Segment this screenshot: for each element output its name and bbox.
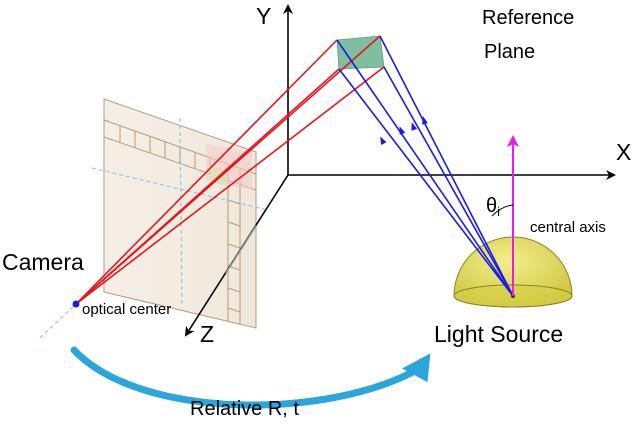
light-ray-3 — [338, 68, 514, 297]
theta-subscript: i — [497, 204, 500, 219]
light-rays — [336, 35, 514, 297]
theta-arc — [491, 204, 514, 217]
relative-transform-arrow — [70, 346, 424, 409]
z-axis-label: Z — [200, 321, 214, 347]
light-ray-2 — [379, 35, 514, 297]
optical-center-dot — [72, 300, 80, 308]
theta-label: θi — [486, 195, 500, 219]
camera-ray-1 — [75, 39, 338, 305]
light-ray-4 — [383, 66, 514, 297]
z-axis-occluded — [225, 225, 257, 274]
light-source-label: Light Source — [434, 321, 563, 347]
optical-center-label: optical center — [82, 301, 171, 318]
camera-rays — [75, 35, 385, 305]
x-axis-label: X — [616, 139, 631, 165]
relative-transform-label: Relative R, t — [190, 398, 299, 420]
light-ray-1 — [336, 39, 514, 297]
light-ray-arrowheads — [380, 116, 428, 145]
reference-plane-label-line2: Plane — [484, 41, 535, 63]
camera-ray-3 — [75, 68, 340, 305]
camera-ray-4 — [75, 66, 385, 305]
y-axis-label: Y — [256, 3, 271, 29]
relative-transform-arrowhead — [402, 353, 431, 383]
central-axis-label: central axis — [530, 219, 606, 236]
image-plane — [103, 98, 257, 329]
reference-plane-label-line1: Reference — [482, 7, 574, 29]
theta-symbol: θ — [486, 195, 497, 217]
camera-label: Camera — [2, 249, 84, 275]
